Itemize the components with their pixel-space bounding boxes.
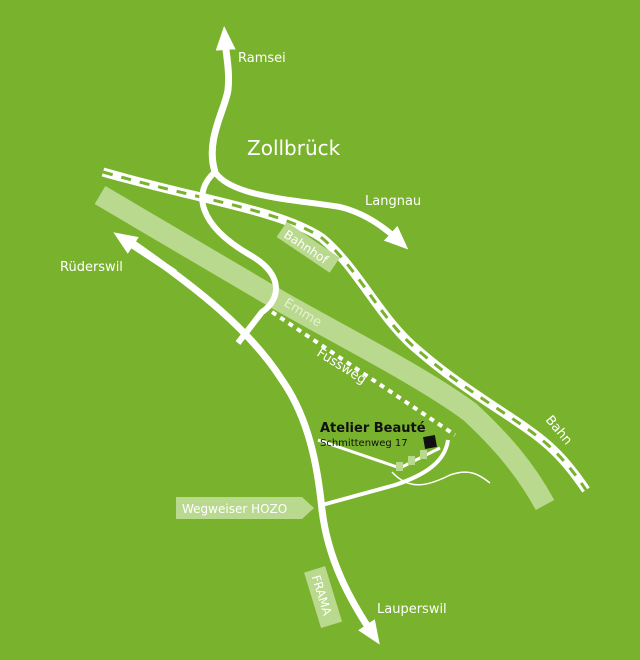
road-to-langnau (212, 170, 409, 250)
business-name: Atelier Beauté (320, 421, 426, 436)
road-schmittenweg-access (321, 439, 450, 507)
business-marker (423, 435, 437, 449)
parking-spaces (396, 450, 427, 471)
road-main-south (126, 237, 380, 645)
label-zollbrueck: Zollbrück (247, 136, 341, 160)
footpath (270, 310, 457, 437)
business-address: Schmittenweg 17 (320, 438, 408, 449)
label-ruederswil: Rüderswil (60, 260, 123, 275)
label-langnau: Langnau (365, 194, 421, 209)
river-emme (94, 185, 555, 511)
stream (391, 471, 491, 486)
label-signpost: Wegweiser HOZO (176, 497, 314, 519)
road-to-ramsei (208, 26, 236, 174)
railway-line (101, 167, 590, 493)
road-to-ruederswil (113, 232, 177, 276)
svg-text:Wegweiser HOZO: Wegweiser HOZO (182, 502, 287, 516)
label-lauperswil: Lauperswil (377, 602, 447, 617)
road-zollbrueck-loop (199, 169, 279, 345)
label-ramsei: Ramsei (238, 51, 286, 66)
